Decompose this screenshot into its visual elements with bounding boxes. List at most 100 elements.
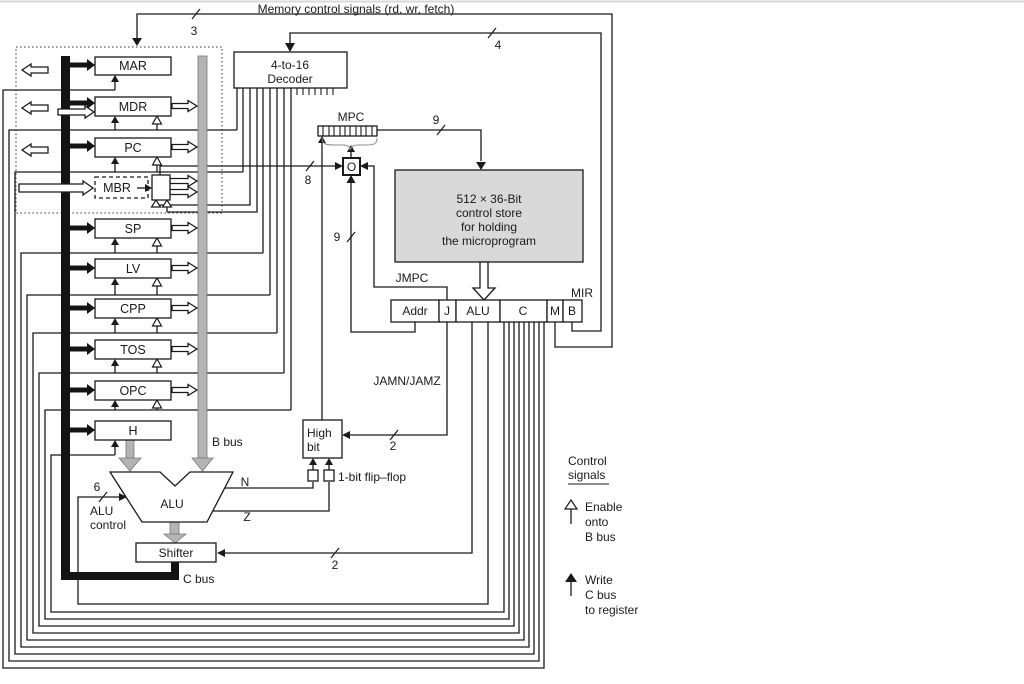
mpc-register (317, 125, 378, 151)
legend-enable-3: B bus (585, 530, 616, 544)
tos-register (94, 339, 172, 360)
memory-to-mdr-arrow (57, 104, 96, 120)
z-flag-wire (213, 482, 330, 512)
mdr-label: MDR (119, 100, 147, 114)
n-flip-flop (307, 469, 319, 482)
flip-flop-label: 1-bit flip–flop (338, 470, 406, 484)
mir-j-label: J (444, 304, 450, 318)
b-bus-label: B bus (212, 435, 243, 449)
legend-write-3: to register (585, 603, 638, 617)
jmpc-label: JMPC (396, 271, 429, 285)
z-flip-flop (323, 469, 335, 482)
write-arrows (111, 75, 119, 455)
tos-label: TOS (120, 343, 145, 357)
control-store-line3: for holding (461, 220, 517, 234)
width-8-label: 8 (305, 173, 312, 187)
decoder-unused-ticks (296, 88, 334, 95)
n-flag-wire (225, 482, 314, 489)
legend-enable-2: onto (585, 515, 609, 529)
alu-label: ALU (160, 497, 183, 511)
mdr-to-memory-arrow (20, 100, 49, 116)
mir-b-field (562, 299, 583, 323)
width-9-addr-label: 9 (334, 230, 341, 244)
mpc-to-store-wire (377, 124, 486, 170)
n-flag-label: N (241, 475, 250, 489)
cpp-label: CPP (120, 302, 146, 316)
decoder-output-wires (156, 88, 292, 410)
shifter-label: Shifter (159, 546, 194, 560)
or-gate-box (342, 157, 361, 176)
c-bus-register-arrows (70, 59, 95, 436)
b-field-to-decoder-wire (285, 27, 602, 332)
lv-label: LV (126, 262, 141, 276)
mir-m-label: M (550, 304, 560, 318)
store-to-mir-arrow (471, 261, 497, 301)
legend-enable-1: Enable (585, 500, 623, 514)
decoder-box (233, 51, 348, 95)
mpc-label: MPC (338, 110, 365, 124)
legend-title-2: signals (568, 468, 605, 482)
mir-b-label: B (568, 304, 576, 318)
shifter-control-wire (217, 322, 473, 559)
pc-label: PC (124, 141, 141, 155)
control-store-box (394, 169, 584, 263)
jam-label: JAMN/JAMZ (373, 374, 440, 388)
high-bit-to-mpc-wire (318, 136, 326, 420)
mbr-latch-box (151, 174, 171, 201)
high-bit-box (302, 419, 343, 459)
mbr-label: MBR (103, 181, 131, 195)
width-6-label: 6 (94, 480, 101, 494)
register-to-bbus-arrows (169, 99, 199, 397)
addr-to-mpc-wire (346, 175, 416, 333)
control-store-line2: control store (456, 206, 522, 220)
shifter-box (135, 542, 217, 563)
mar-register (94, 56, 172, 76)
mir-c-label: C (519, 304, 528, 318)
sp-label: SP (125, 222, 142, 236)
control-store-line1: 512 × 36-Bit (456, 192, 522, 206)
width-9-store-label: 9 (433, 113, 440, 127)
jam-wire (342, 322, 448, 441)
jmpc-wire (360, 162, 448, 300)
mir-addr-label: Addr (402, 304, 427, 318)
or-to-mpc-wire (347, 145, 355, 158)
flipflop-to-highbit-wires (309, 458, 333, 470)
mdr-register (94, 96, 172, 117)
width-2-shifter-label: 2 (332, 558, 339, 572)
memory-control-label: Memory control signals (rd, wr, fetch) (258, 2, 455, 16)
pc-to-memory-arrow (20, 142, 49, 158)
enable-legend-icon (563, 498, 579, 524)
lv-register (94, 258, 172, 279)
h-to-alu-arrow (118, 439, 142, 472)
c-bus-bar (61, 56, 179, 580)
memory-interface-arrows (18, 62, 96, 197)
cpp-register (94, 298, 172, 319)
width-4-label: 4 (495, 38, 502, 52)
decoder-label-1: 4-to-16 (271, 58, 309, 72)
alu-to-shifter-arrow (162, 521, 188, 544)
mpc-bit-ticks (322, 126, 373, 136)
legend-title-1: Control (568, 454, 607, 468)
or-gate-label: O (347, 160, 356, 174)
decoder-label-2: Decoder (267, 72, 312, 86)
write-legend-icon (565, 573, 577, 596)
mbr-to-mpc-wire (159, 160, 343, 177)
b-bus-bar (191, 55, 214, 472)
mar-to-memory-arrow (20, 62, 49, 78)
memory-to-mbr-arrow (18, 179, 95, 197)
legend-write-1: Write (585, 573, 613, 587)
pc-register (94, 137, 172, 158)
opc-register (94, 380, 172, 401)
width-3-label: 3 (191, 24, 198, 38)
mar-label: MAR (119, 59, 147, 73)
control-store-line4: the microprogram (442, 234, 536, 248)
legend (563, 483, 609, 596)
register-file (94, 56, 172, 441)
enable-arrows (150, 114, 173, 410)
alu-control-label-2: control (90, 518, 126, 532)
high-bit-label-2: bit (307, 440, 320, 454)
h-label: H (128, 424, 137, 438)
z-flag-label: Z (243, 510, 250, 524)
mir-register (390, 299, 583, 323)
